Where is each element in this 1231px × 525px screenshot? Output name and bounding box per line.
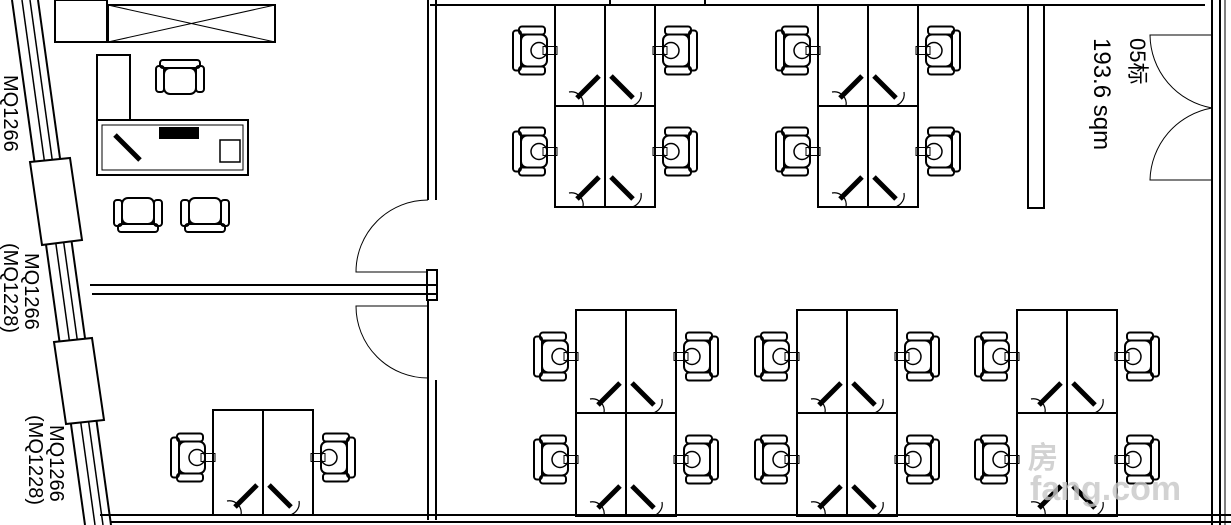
chair-icon (894, 434, 940, 485)
chair-icon (1114, 331, 1160, 382)
chair-icon (775, 25, 821, 76)
person-icon (772, 450, 790, 469)
person-icon (683, 347, 701, 366)
chairs (113, 25, 1160, 485)
watermark-logo: 房 (1028, 442, 1058, 475)
person-icon (1124, 347, 1142, 366)
person-icon (772, 347, 790, 366)
person-icon (925, 142, 943, 161)
computer-icon (596, 381, 622, 407)
chair-icon (1114, 434, 1160, 485)
chair-icon (652, 126, 698, 177)
person-icon (530, 41, 548, 60)
computer-icon (630, 381, 656, 407)
person-icon (793, 41, 811, 60)
computer-icon (630, 484, 656, 510)
person-icon (992, 450, 1010, 469)
person-icon (904, 450, 922, 469)
computer-icon (851, 484, 877, 510)
person-icon (1124, 450, 1142, 469)
chair-icon (673, 434, 719, 485)
chair-icon (754, 434, 800, 485)
person-icon (925, 41, 943, 60)
computer-icon (267, 483, 293, 509)
chair-icon (170, 432, 216, 483)
window-label-2: MQ1266 (20, 253, 42, 330)
room-label: 05标 (1125, 38, 1150, 84)
chair-icon (974, 331, 1020, 382)
doors (355, 34, 1213, 379)
computer-icon (609, 74, 635, 100)
computer-icon (838, 74, 864, 100)
room-number: 05标 (1125, 38, 1150, 84)
computer-icon (1037, 484, 1063, 510)
person-icon (793, 142, 811, 161)
person-icon (904, 347, 922, 366)
walls (11, 0, 1231, 525)
computer-icon (851, 381, 877, 407)
person-icon (662, 142, 680, 161)
person-icon (992, 347, 1010, 366)
computer-icon (575, 74, 601, 100)
manager-desk (96, 54, 249, 176)
room-area: 193.6 sqm (1088, 38, 1115, 150)
computer-icon (1071, 484, 1097, 510)
workstations (212, 4, 1118, 517)
computer-icon (575, 175, 601, 201)
computer-icon (1071, 381, 1097, 407)
computer-icon (872, 74, 898, 100)
person-icon (188, 448, 206, 467)
computer-icon (838, 175, 864, 201)
window-label-1: MQ1266 (0, 75, 21, 152)
computer-icon (817, 484, 843, 510)
person-icon (530, 142, 548, 161)
chair-icon (652, 25, 698, 76)
person-icon (551, 450, 569, 469)
computer-icon (817, 381, 843, 407)
computer-icon (1037, 381, 1063, 407)
chair-icon (512, 126, 558, 177)
chair-icon (894, 331, 940, 382)
room-area-text: 193.6 sqm (1088, 38, 1115, 150)
window-label-3: MQ1266 (45, 425, 67, 502)
chair-icon (512, 25, 558, 76)
person-icon (551, 347, 569, 366)
watermark-text: fang.com (1030, 470, 1181, 508)
computer-icon (596, 484, 622, 510)
chair-icon (754, 331, 800, 382)
chair-icon (155, 59, 205, 95)
chair-icon (113, 197, 163, 233)
person-icon (662, 41, 680, 60)
computer-icon (233, 483, 259, 509)
chair-icon (775, 126, 821, 177)
person-icon (320, 448, 338, 467)
computer-icon (609, 175, 635, 201)
chair-icon (915, 126, 961, 177)
window-sub-2: (MQ1228) (0, 243, 21, 333)
computer-icon (872, 175, 898, 201)
chair-icon (533, 331, 579, 382)
chair-icon (310, 432, 356, 483)
chair-icon (673, 331, 719, 382)
chair-icon (180, 197, 230, 233)
chair-icon (533, 434, 579, 485)
chair-icon (915, 25, 961, 76)
person-icon (683, 450, 701, 469)
chair-icon (974, 434, 1020, 485)
window-sub-3: (MQ1228) (24, 415, 46, 505)
